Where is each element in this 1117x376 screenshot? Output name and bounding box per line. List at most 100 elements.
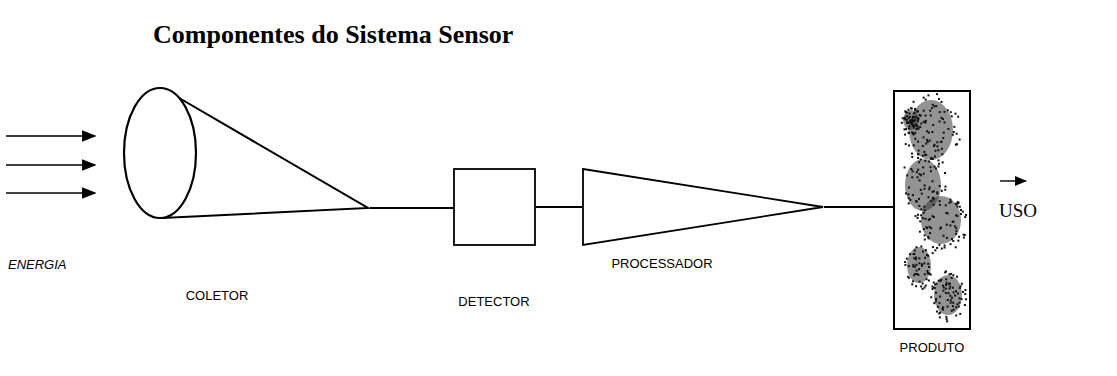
- texture-dot: [901, 122, 903, 124]
- texture-dot: [938, 244, 940, 246]
- texture-dot: [935, 300, 937, 302]
- texture-dot: [910, 119, 912, 121]
- texture-dot: [908, 117, 910, 119]
- texture-dot: [902, 117, 904, 119]
- texture-dot: [916, 264, 918, 266]
- texture-dot: [911, 156, 913, 158]
- texture-dot: [939, 312, 941, 314]
- energy-arrow: [6, 164, 95, 166]
- texture-dot: [917, 274, 919, 276]
- texture-blob: [903, 110, 919, 130]
- texture-dot: [917, 217, 919, 219]
- texture-dot: [952, 221, 954, 223]
- texture-dot: [922, 155, 924, 157]
- texture-dot: [936, 93, 938, 95]
- texture-dot: [904, 261, 906, 263]
- texture-dot: [930, 296, 932, 298]
- texture-dot: [912, 132, 914, 134]
- texture-dot: [942, 118, 944, 120]
- texture-dot: [947, 109, 949, 111]
- texture-dot: [908, 265, 910, 267]
- texture-dot: [955, 113, 957, 115]
- energy-label: ENERGIA: [8, 257, 67, 272]
- texture-dot: [924, 273, 926, 275]
- texture-dot: [932, 197, 934, 199]
- texture-dot: [925, 154, 927, 156]
- texture-dot: [919, 179, 921, 181]
- texture-dot: [945, 278, 947, 280]
- texture-dot: [941, 148, 943, 150]
- texture-dot: [929, 110, 931, 112]
- texture-dot: [930, 274, 932, 276]
- texture-dot: [918, 205, 920, 207]
- texture-dot: [943, 235, 945, 237]
- texture-dot: [906, 122, 908, 124]
- texture-dot: [938, 98, 940, 100]
- texture-dot: [922, 166, 924, 168]
- texture-dot: [906, 174, 908, 176]
- texture-dot: [926, 270, 928, 272]
- signal-line: [370, 207, 453, 209]
- texture-dot: [913, 125, 915, 127]
- texture-dot: [938, 302, 940, 304]
- texture-dot: [915, 215, 917, 217]
- texture-dot: [939, 185, 941, 187]
- texture-dot: [920, 158, 922, 160]
- product-image: PRODUTO: [893, 90, 971, 330]
- texture-dot: [913, 257, 915, 259]
- texture-dot: [905, 143, 907, 145]
- texture-dot: [940, 141, 942, 143]
- texture-dot: [923, 228, 925, 230]
- texture-dot: [922, 288, 924, 290]
- texture-dot: [961, 283, 963, 285]
- texture-dot: [943, 121, 945, 123]
- texture-dot: [942, 137, 944, 139]
- diagram-title: Componentes do Sistema Sensor: [153, 20, 513, 50]
- texture-dot: [936, 141, 938, 143]
- texture-dot: [964, 293, 966, 295]
- texture-dot: [923, 136, 925, 138]
- texture-dot: [922, 145, 924, 147]
- texture-dot: [904, 110, 906, 112]
- texture-dot: [944, 245, 946, 247]
- texture-dot: [936, 145, 938, 147]
- texture-dot: [925, 249, 927, 251]
- texture-dot: [922, 282, 924, 284]
- texture-dot: [942, 306, 944, 308]
- texture-blob: [909, 100, 953, 160]
- texture-dot: [936, 193, 938, 195]
- texture-dot: [917, 169, 919, 171]
- energy-arrow: [6, 192, 95, 194]
- texture-dot: [950, 299, 952, 301]
- texture-dot: [911, 119, 913, 121]
- texture-dot: [913, 112, 915, 114]
- texture-dot: [930, 114, 932, 116]
- texture-dot: [926, 139, 928, 141]
- product-image-outline: [893, 90, 971, 330]
- texture-dot: [931, 131, 933, 133]
- texture-dot: [943, 132, 945, 134]
- texture-dot: [949, 224, 951, 226]
- texture-dot: [949, 295, 951, 297]
- texture-dot: [923, 97, 925, 99]
- texture-dot: [939, 316, 941, 318]
- texture-dot: [942, 285, 944, 287]
- texture-dot: [942, 161, 944, 163]
- texture-dot: [939, 200, 941, 202]
- texture-dot: [931, 180, 933, 182]
- texture-dot: [950, 201, 952, 203]
- texture-dot: [923, 151, 925, 153]
- texture-dot: [946, 237, 948, 239]
- texture-dot: [920, 122, 922, 124]
- texture-dot: [910, 107, 912, 109]
- texture-dot: [957, 240, 959, 242]
- texture-dot: [923, 206, 925, 208]
- texture-dot: [913, 125, 915, 127]
- texture-dot: [911, 131, 913, 133]
- texture-dot: [949, 199, 951, 201]
- texture-dot: [945, 270, 947, 272]
- texture-dot: [945, 212, 947, 214]
- texture-dot: [924, 257, 926, 259]
- texture-dot: [904, 264, 906, 266]
- texture-dot: [935, 292, 937, 294]
